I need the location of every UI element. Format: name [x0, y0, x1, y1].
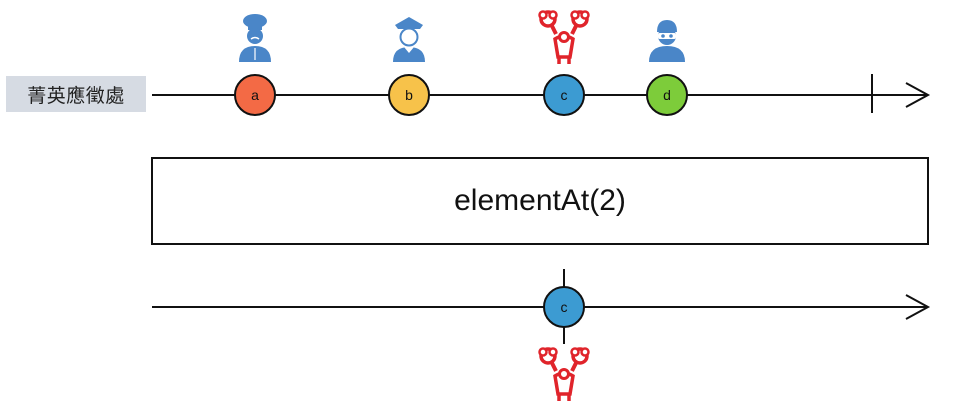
marble-a: a [234, 74, 276, 116]
marble-label: d [663, 87, 671, 103]
chef-icon [239, 14, 271, 62]
police-officer-icon [393, 17, 425, 62]
marble-label: c [561, 87, 568, 103]
marble-circle [543, 286, 585, 328]
marble-circle [543, 74, 585, 116]
marble-label: b [405, 87, 413, 103]
marble-label: a [251, 87, 259, 103]
marble-circle [388, 74, 430, 116]
marble-label: c [561, 299, 568, 315]
marble-d: d [646, 74, 688, 116]
cheering-person-icon [538, 10, 590, 64]
input-stream-label: 菁英應徵處 [6, 76, 146, 112]
marble-circle [646, 74, 688, 116]
marble-b: b [388, 74, 430, 116]
input-timeline-arrow [905, 82, 931, 108]
cheering-person-icon [538, 347, 590, 401]
operator-box [151, 157, 929, 245]
output-timeline-arrow [905, 294, 931, 320]
marble-c: c [543, 286, 585, 328]
masked-thief-icon [649, 20, 685, 62]
marble-circle [234, 74, 276, 116]
marble-c: c [543, 74, 585, 116]
